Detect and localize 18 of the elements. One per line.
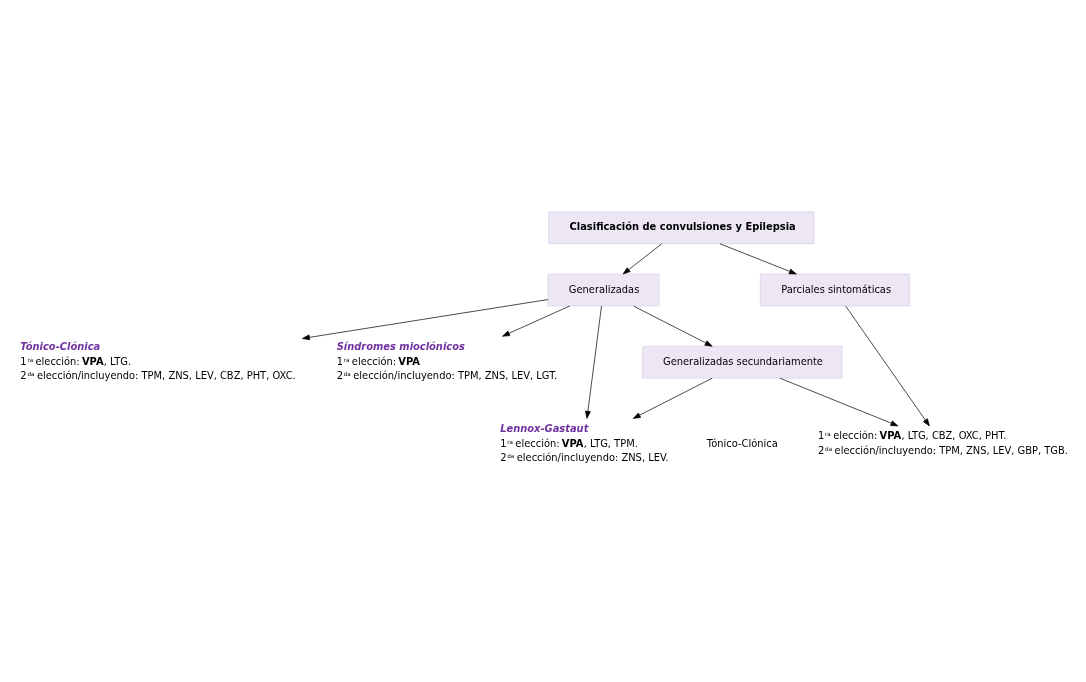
node-text: Tónico-Clónica 1$^{ra}$ elección: VPA, LTG. 2$^{da}$ elección/incluyendo: TPM, ZNS, LEV, CBZ, PHT, OXC. <box>20 340 296 382</box>
node-text: Síndromes mioclónicos 1$^{ra}$ elección: VPA 2$^{da}$ elección/incluyendo: TPM, ZNS, LEV, LGT. <box>336 340 558 382</box>
arrow <box>302 299 549 341</box>
node-box: Clasificación de convulsiones y Epilepsia <box>548 211 815 245</box>
node-box: Generalizadas <box>547 273 660 307</box>
arrow <box>632 377 713 419</box>
arrow <box>845 305 930 427</box>
arrow <box>633 305 713 347</box>
arrow <box>779 377 899 427</box>
node-box: Generalizadas secundariamente <box>642 345 843 379</box>
node-text: Lennox-Gastaut 1$^{ra}$ elección: VPA, LTG, TPM. 2$^{da}$ elección/incluyendo: ZNS, LEV. <box>500 422 669 464</box>
label: Tónico-Clónica <box>706 437 778 449</box>
arrow <box>585 305 602 419</box>
arrow <box>622 243 663 275</box>
node-box: Parciales sintomáticas <box>759 273 910 307</box>
arrow <box>502 305 570 337</box>
arrow <box>719 243 797 275</box>
node-text: 1$^{ra}$ elección: VPA, LTG, CBZ, OXC, PHT. 2$^{da}$ elección/incluyendo: TPM, ZNS, LEV, GBP, TGB. <box>817 429 1068 456</box>
